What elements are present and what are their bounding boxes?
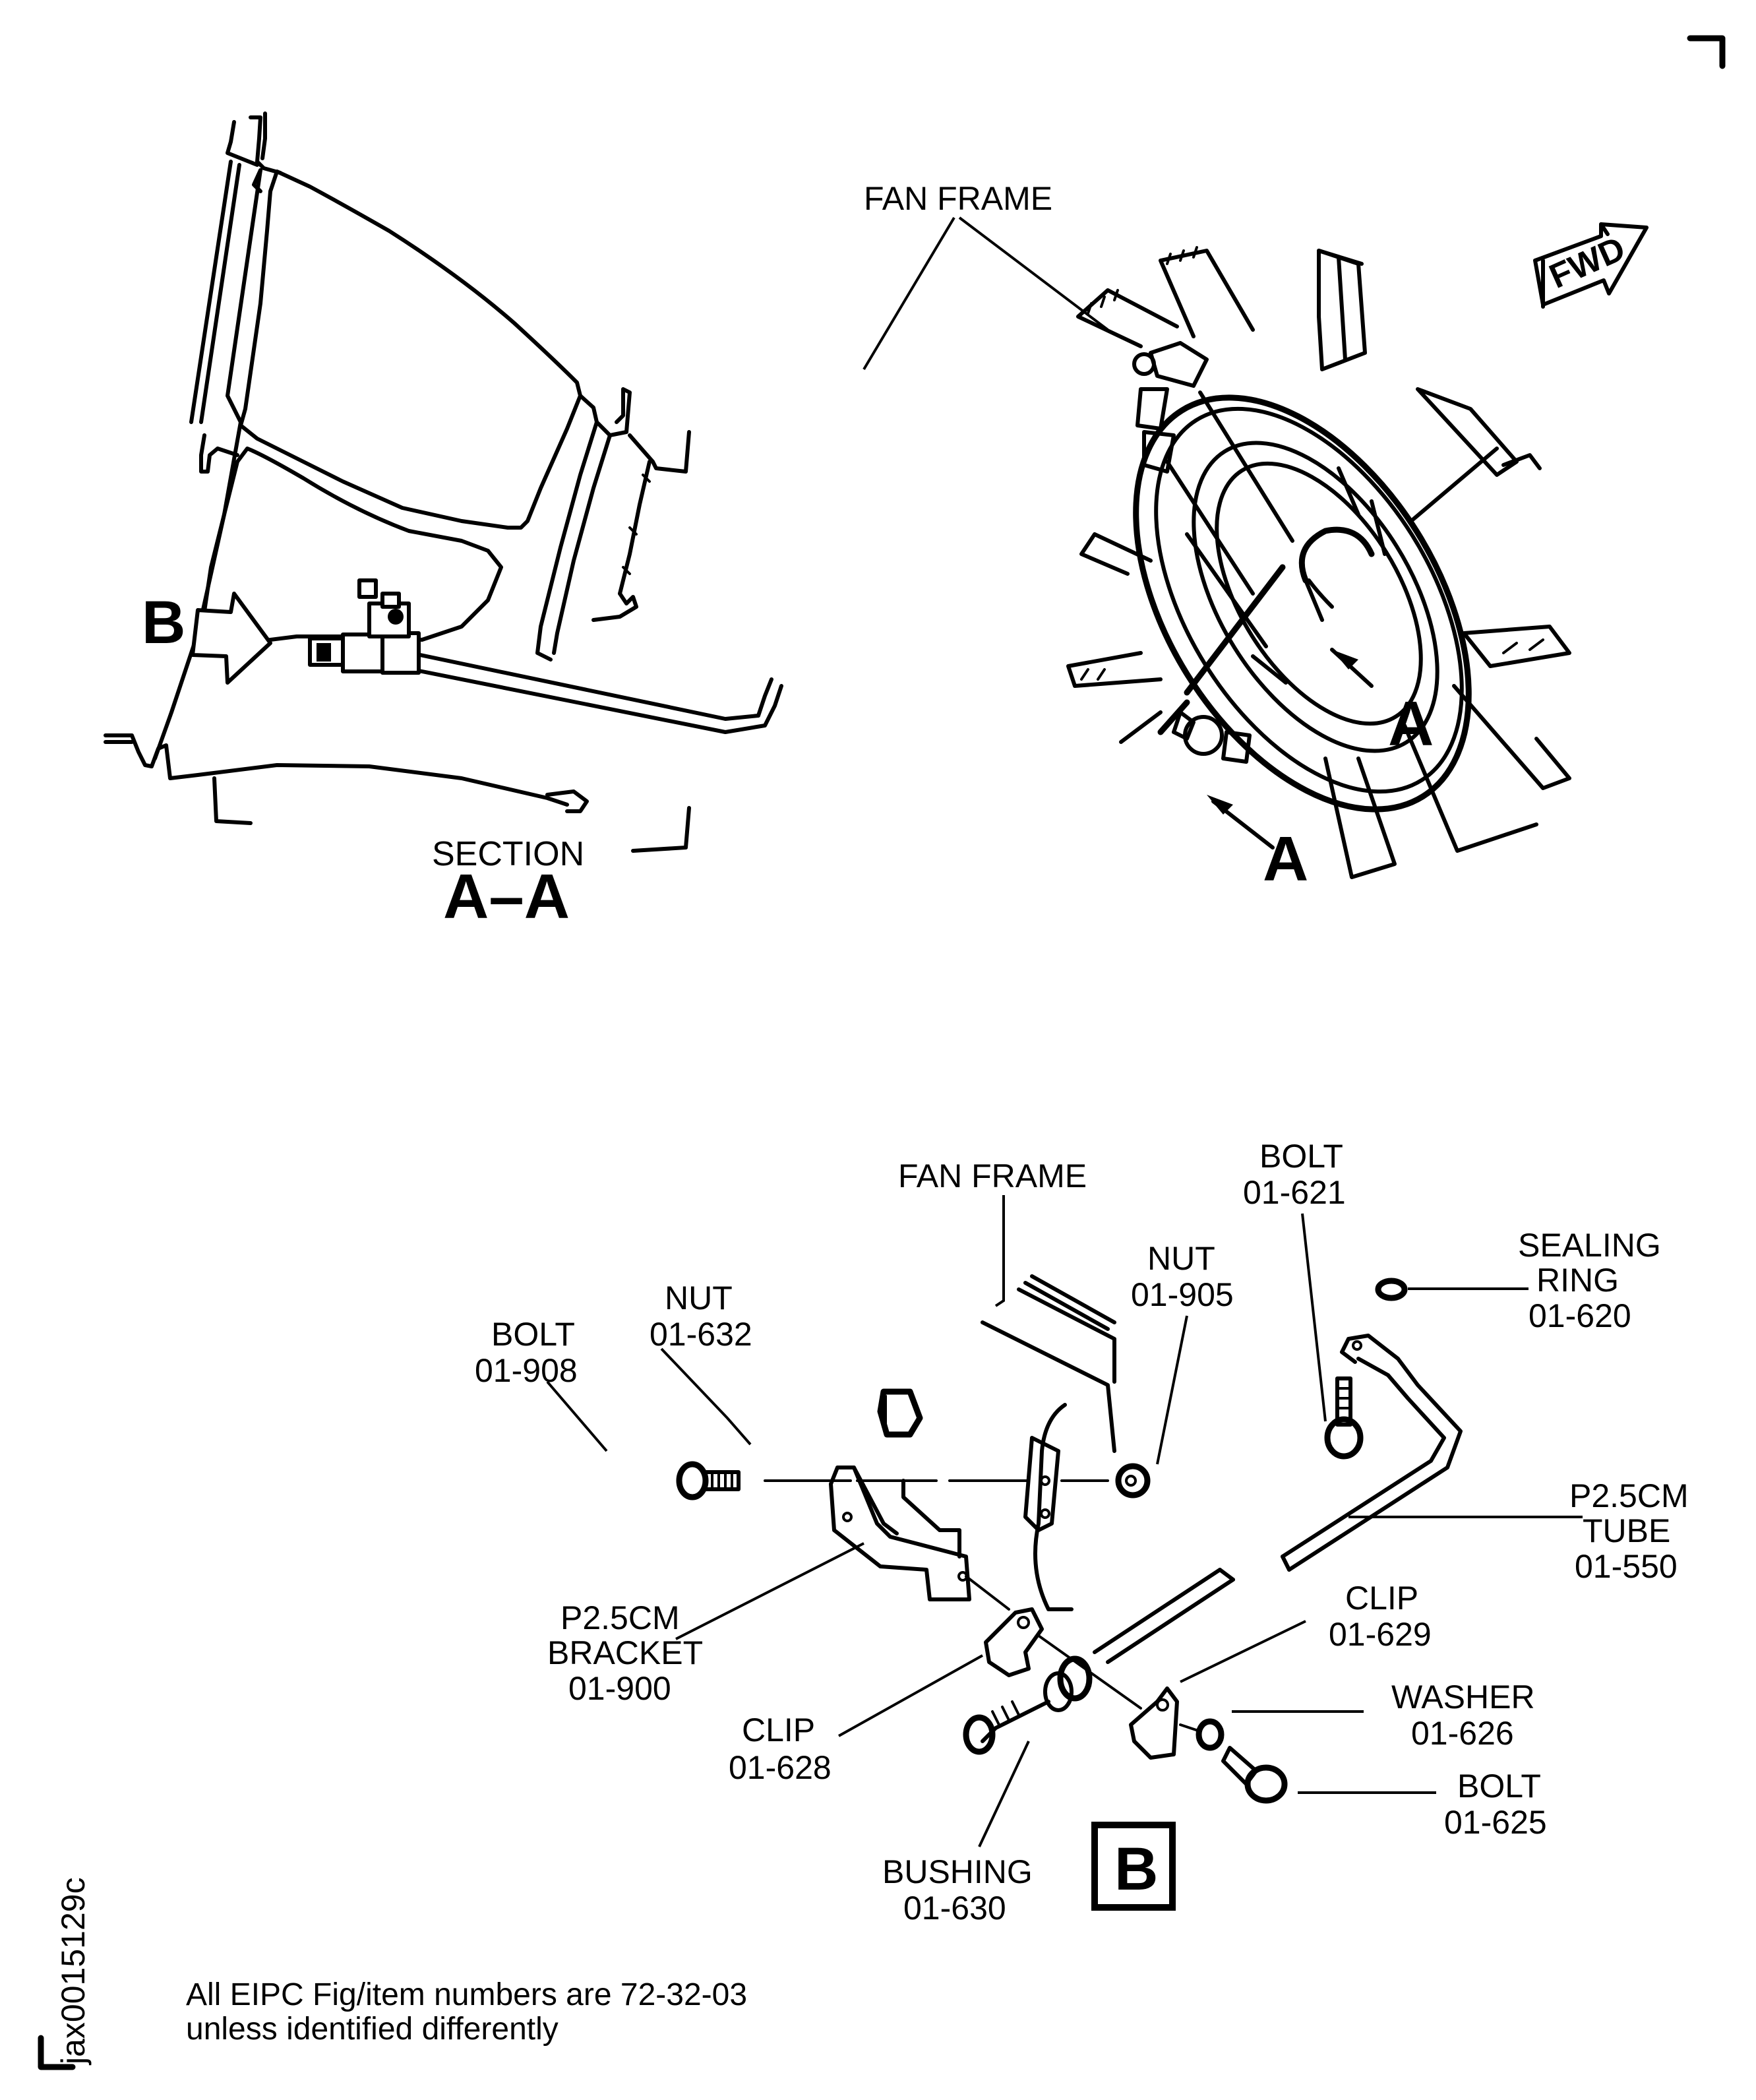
callout-bushing-01-630: BUSHING 01-630 [882, 1741, 1033, 1927]
callout-bracket-number: 01-900 [568, 1670, 671, 1707]
callout-nut-01-905: NUT 01-905 [1131, 1240, 1234, 1465]
callout-bushing-number: 01-630 [903, 1890, 1006, 1927]
callout-nut-01-632-name: NUT [665, 1280, 733, 1316]
corner-mark-bottom-left [38, 2035, 76, 2070]
bolt-01-625-part [1221, 1746, 1288, 1804]
callout-fan-frame-text: FAN FRAME [898, 1158, 1087, 1194]
callout-bolt-01-908-number: 01-908 [475, 1352, 578, 1389]
sealing-ring-part [1375, 1278, 1408, 1301]
detail-b-view-label: B [1091, 1822, 1176, 1911]
callout-clip-01-629-number: 01-629 [1329, 1616, 1432, 1653]
bolt-01-621-part [1324, 1376, 1364, 1460]
fan-frame-label-top: FAN FRAME [864, 180, 1052, 217]
callout-bolt-01-908: BOLT 01-908 [475, 1316, 608, 1452]
washer-01-626-part [1196, 1718, 1225, 1751]
section-cut-label-a-right: A [1388, 689, 1434, 759]
callout-tube-line1: P2.5CM [1569, 1477, 1689, 1514]
section-title-line1: SECTION [432, 835, 584, 873]
callout-nut-01-632: NUT 01-632 [650, 1280, 752, 1446]
callout-nut-01-905-name: NUT [1147, 1240, 1215, 1277]
callout-washer-01-626: WASHER 01-626 [1232, 1679, 1535, 1752]
bracket-01-900-part [829, 1466, 971, 1601]
note-line-2: unless identified differently [186, 2012, 559, 2047]
callout-sealing-ring-line1: SEALING [1518, 1227, 1661, 1264]
detail-b-letter: B [1114, 1836, 1158, 1903]
view-b-label: B [142, 589, 185, 656]
callout-clip-01-628-name: CLIP [742, 1712, 815, 1748]
callout-bolt-01-625-name: BOLT [1457, 1768, 1541, 1805]
callout-washer-name: WASHER [1391, 1679, 1535, 1715]
section-cut-indicators: A A [1119, 564, 1434, 894]
section-title-line2: A–A [443, 861, 570, 932]
callout-bolt-01-621-name: BOLT [1259, 1138, 1343, 1175]
view-arrow-icon [191, 592, 272, 685]
fan-frame-leader-right [958, 216, 1109, 331]
callout-bolt-01-621-number: 01-621 [1243, 1174, 1346, 1211]
nut-01-632-part [877, 1388, 923, 1438]
corner-mark-top-right [1687, 35, 1726, 69]
callout-fan-frame: FAN FRAME [898, 1158, 1087, 1307]
callout-bracket-line2: BRACKET [547, 1634, 703, 1671]
fan-frame-leader-left [863, 216, 955, 371]
clip-01-629-part [1129, 1686, 1179, 1760]
callout-clip-01-629-name: CLIP [1345, 1580, 1418, 1617]
callout-tube-line2: TUBE [1583, 1512, 1670, 1549]
clip-01-628-part [984, 1607, 1044, 1677]
bushing-01-630-part [963, 1655, 1093, 1755]
tube-01-550-part [1093, 1334, 1463, 1664]
section-cut-label-a-left: A [1263, 824, 1308, 894]
callout-bracket-01-900: P2.5CM BRACKET 01-900 [547, 1542, 864, 1707]
drawing-id: jax0015129c [55, 1877, 92, 2066]
nut-01-905-part [1115, 1463, 1151, 1498]
fan-frame-isometric [1066, 246, 1571, 879]
callout-sealing-ring-01-620: SEALING RING 01-620 [1408, 1227, 1661, 1334]
callout-clip-01-629: CLIP 01-629 [1180, 1580, 1432, 1683]
callout-bolt-01-625-number: 01-625 [1444, 1804, 1547, 1841]
callout-tube-number: 01-550 [1575, 1548, 1678, 1585]
callout-sealing-ring-number: 01-620 [1529, 1297, 1631, 1334]
callout-clip-01-628-number: 01-628 [729, 1749, 832, 1786]
callout-bolt-01-621: BOLT 01-621 [1243, 1138, 1346, 1422]
note-line-1: All EIPC Fig/item numbers are 72-32-03 [186, 1977, 747, 2012]
callout-sealing-ring-line2: RING [1536, 1262, 1619, 1299]
fwd-arrow-icon: FWD [1533, 222, 1649, 309]
callout-nut-01-632-number: 01-632 [650, 1316, 752, 1353]
callout-washer-number: 01-626 [1411, 1715, 1514, 1752]
callout-clip-01-628: CLIP 01-628 [729, 1654, 983, 1786]
callout-bushing-name: BUSHING [882, 1853, 1033, 1890]
callout-nut-01-905-number: 01-905 [1131, 1276, 1234, 1313]
callout-bolt-01-908-name: BOLT [491, 1316, 575, 1353]
detail-b-exploded-view [676, 1274, 1463, 1804]
callout-tube-01-550: P2.5CM TUBE 01-550 [1348, 1477, 1689, 1585]
callout-bolt-01-625: BOLT 01-625 [1298, 1768, 1547, 1841]
view-b-indicator: B [142, 589, 272, 685]
section-a-a-view [104, 111, 783, 853]
bolt-01-908-part [676, 1461, 741, 1500]
callout-bracket-line1: P2.5CM [560, 1599, 680, 1636]
